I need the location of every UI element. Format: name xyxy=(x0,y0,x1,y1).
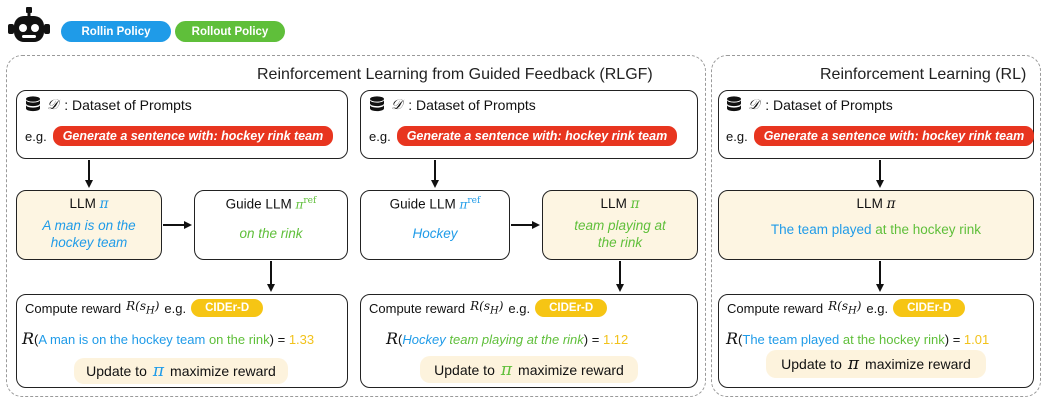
guide-output-1: on the rink xyxy=(239,226,303,241)
cider-tag-3: CIDEr-D xyxy=(893,299,966,317)
rollin-policy-legend: Rollin Policy xyxy=(61,21,171,42)
database-icon xyxy=(26,96,40,112)
cider-tag-2: CIDEr-D xyxy=(535,299,608,317)
eg-label: e.g. xyxy=(25,128,47,144)
database-icon xyxy=(727,96,741,112)
compute-reward-2: Compute reward R(sH) e.g. CIDEr-D xyxy=(369,299,608,317)
robot-icon xyxy=(6,4,52,48)
guide-box-2 xyxy=(360,190,510,260)
guide-output-2: Hockey xyxy=(412,226,458,241)
example-row-2: e.g. Generate a sentence with: hockey ri… xyxy=(369,126,678,146)
rl-title: Reinforcement Learning (RL) xyxy=(820,66,1027,83)
reward-line-3: R(The team played at the hockey rink) = … xyxy=(726,329,990,348)
dataset-box-2 xyxy=(360,90,698,159)
example-row-3: e.g. Generate a sentence with: hockey ri… xyxy=(726,126,1035,146)
dataset-title-3: 𝒟: Dataset of Prompts xyxy=(726,96,893,114)
cider-tag-1: CIDEr-D xyxy=(191,299,264,317)
dataset-title-2: 𝒟: Dataset of Prompts xyxy=(369,96,536,114)
llm-output-3: The team played at the hockey rink xyxy=(770,222,982,237)
llm-output-2: team playing at the rink xyxy=(574,218,666,250)
prompt-pill: Generate a sentence with: hockey rink te… xyxy=(753,126,1035,146)
guide-label-2: Guide LLM πref xyxy=(389,196,481,212)
compute-reward-3: Compute reward R(sH) e.g. CIDEr-D xyxy=(727,299,966,317)
prompt-pill: Generate a sentence with: hockey rink te… xyxy=(52,126,334,146)
example-row-1: e.g. Generate a sentence with: hockey ri… xyxy=(25,126,334,146)
reward-line-2: R(Hockey team playing at the rink) = 1.1… xyxy=(386,329,629,348)
reward-line-1: R(A man is on the hockey team on the rin… xyxy=(22,329,315,348)
llm-box-3 xyxy=(718,190,1034,260)
dataset-label: : Dataset of Prompts xyxy=(64,97,192,113)
rlgf-region xyxy=(6,55,706,397)
llm-output-1: A man is on the hockey team xyxy=(42,218,136,250)
guide-box-1 xyxy=(194,190,348,260)
llm-label-2: LLM π xyxy=(600,196,640,212)
rl-region xyxy=(711,55,1041,397)
rlgf-title: Reinforcement Learning from Guided Feedb… xyxy=(257,66,653,83)
llm-box-1 xyxy=(16,190,162,260)
compute-reward-1: Compute reward R(sH) e.g. CIDEr-D xyxy=(25,299,264,317)
rollout-policy-legend: Rollout Policy xyxy=(175,21,285,42)
llm-label-1: LLM π xyxy=(69,196,109,212)
dataset-box-1 xyxy=(16,90,348,159)
prompt-pill: Generate a sentence with: hockey rink te… xyxy=(396,126,678,146)
llm-label-3: LLM π xyxy=(856,196,896,212)
dataset-symbol: 𝒟 xyxy=(47,97,59,113)
guide-label-1: Guide LLM πref xyxy=(225,196,317,212)
dataset-box-3 xyxy=(718,90,1034,159)
llm-box-2 xyxy=(542,190,698,260)
dataset-title-1: 𝒟 : Dataset of Prompts xyxy=(25,96,192,114)
database-icon xyxy=(370,96,384,112)
